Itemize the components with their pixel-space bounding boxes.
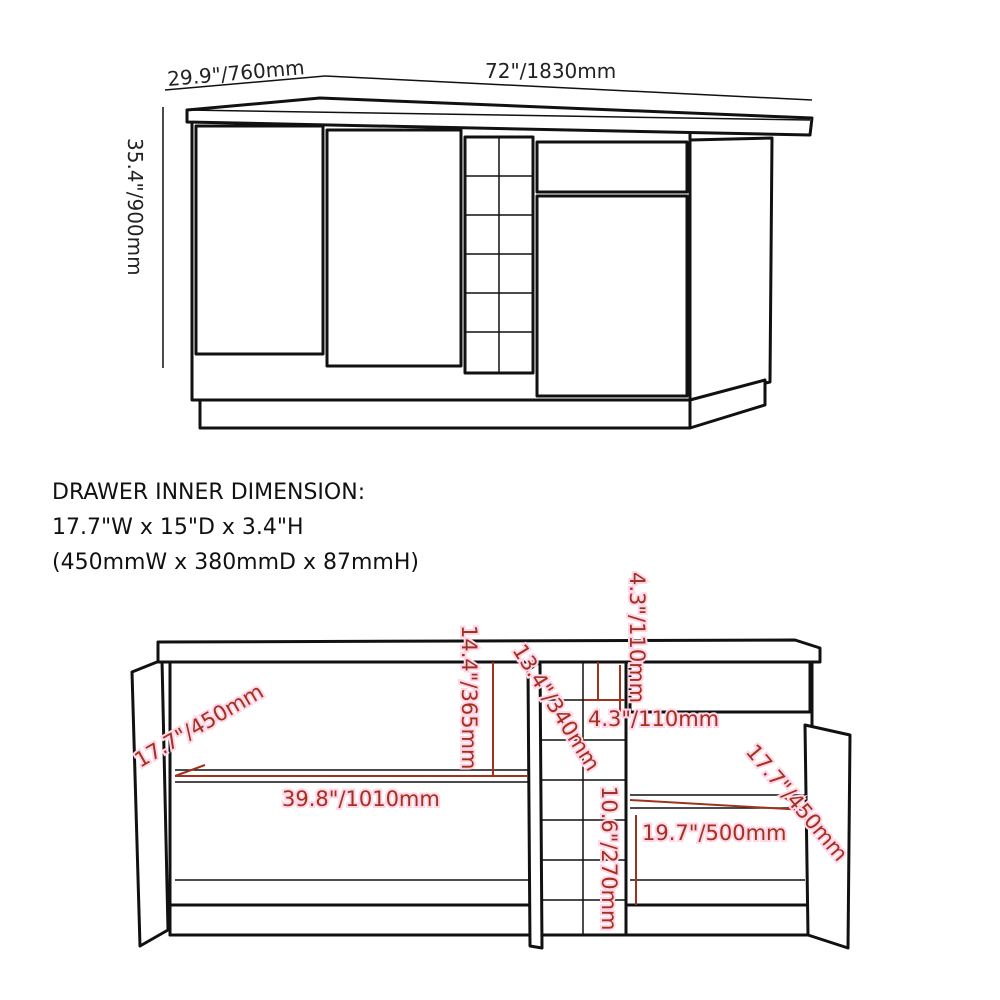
- drawer-height-label: 4.3"/110mm: [625, 572, 649, 703]
- wine-rack: [463, 135, 535, 375]
- rack-height-label: 10.6"/270mm: [597, 786, 621, 931]
- open-countertop: [156, 638, 822, 664]
- width-dimension-line: [324, 75, 813, 101]
- left-width-label: 39.8"/1010mm: [282, 787, 440, 811]
- right-width-label: 19.7"/500mm: [642, 821, 787, 845]
- open-right-door: [803, 723, 852, 950]
- countertop: [185, 96, 814, 137]
- open-drawer-front: [628, 660, 812, 714]
- height-label: 35.4"/900mm: [123, 138, 147, 276]
- left-shelf-height-label: 14.4"/365mm: [457, 625, 481, 770]
- door-1: [194, 124, 325, 356]
- drawer-note-title: DRAWER INNER DIMENSION:: [52, 480, 366, 505]
- door-3: [535, 194, 689, 398]
- rack-cell-label: 4.3"/110mm: [588, 707, 719, 731]
- drawer-note-metric: (450mmW x 380mmD x 87mmH): [52, 550, 419, 575]
- closed-cabinet-drawing: 29.9"/760mm 72"/1830mm 35.4"/900mm: [123, 55, 814, 430]
- open-wine-rack: [538, 660, 628, 937]
- width-label: 72"/1830mm: [485, 59, 616, 83]
- open-cabinet-drawing: 17.7"/450mm 14.4"/365mm 39.8"/1010mm 13.…: [129, 570, 854, 950]
- drawer: [535, 140, 689, 194]
- open-middle-door: [526, 660, 544, 950]
- door-2: [325, 128, 463, 368]
- drawer-note-imperial: 17.7"W x 15"D x 3.4"H: [52, 515, 304, 540]
- depth-dimension-line: [164, 75, 326, 91]
- depth-label: 29.9"/760mm: [166, 55, 305, 91]
- open-left-door: [130, 658, 170, 948]
